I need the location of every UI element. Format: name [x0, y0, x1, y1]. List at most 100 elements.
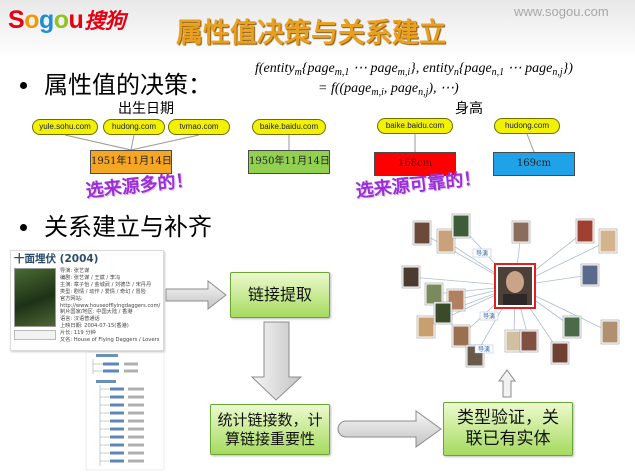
edge-label-box — [474, 344, 494, 354]
graph-edge — [474, 285, 516, 357]
bullet-relation-building: 关系建立与补齐 — [44, 213, 212, 241]
source-pill: yule.sohu.com — [32, 119, 98, 135]
person-photo — [451, 324, 471, 348]
bullet-dot — [20, 224, 27, 231]
formula-term: {page — [301, 61, 335, 76]
person-photo-image — [403, 267, 419, 287]
arrow-right-icon — [165, 279, 227, 311]
center-person-photo — [494, 263, 536, 309]
source-pill: tvmao.com — [168, 119, 230, 135]
formula-term: ⋯ page — [349, 61, 398, 76]
person-photo — [412, 220, 432, 246]
value-box-height-169: 169cm — [493, 152, 575, 176]
edge-label: 导演 — [476, 249, 488, 257]
movie-info-line: 制片国家/地区: 中国大陆 / 香港 — [60, 309, 133, 316]
tree-node-bar — [110, 459, 124, 463]
person-photo-image — [467, 346, 483, 366]
person-photo-image — [453, 215, 469, 237]
relation-graph-nodes — [401, 213, 620, 368]
person-photo — [598, 228, 618, 254]
tree-node-bar — [128, 435, 144, 439]
graph-edge — [421, 232, 516, 287]
person-photo — [600, 319, 620, 345]
step-label: 统计链接数，计 — [217, 410, 323, 429]
logo-letter: g — [38, 6, 54, 34]
step-type-verification: 类型验证，关 联已有实体 — [443, 402, 573, 456]
graph-edge — [514, 285, 573, 328]
person-photo — [416, 315, 436, 339]
tree-node-bar — [110, 435, 124, 439]
logo-letter: S — [8, 6, 25, 34]
logo-wordmark: Sogou — [8, 6, 84, 34]
tree-node-bar — [110, 411, 124, 415]
graph-edge — [514, 285, 530, 342]
tree-node-bar — [128, 411, 144, 415]
tree-node-bar — [110, 395, 124, 399]
person-photo-image — [448, 290, 464, 310]
logo-chinese: 搜狗 — [84, 10, 126, 33]
formula-term: }) — [562, 61, 573, 76]
tree-panel — [85, 351, 165, 471]
movie-info: 导演: 张艺谋 编剧: 张艺谋 / 王斌 / 李冯 主演: 章子怡 / 金城武 … — [60, 268, 162, 344]
tree-node-bar — [128, 419, 144, 423]
center-person-photo-image — [498, 267, 532, 305]
logo-letter: u — [68, 6, 84, 34]
graph-edge — [460, 225, 516, 287]
person-photo — [446, 288, 466, 312]
source-pill: hudong.com — [494, 118, 560, 134]
person-photo-image — [453, 326, 469, 346]
arrow-right-icon — [337, 410, 442, 448]
person-photo — [504, 329, 524, 353]
step-link-extraction: 链接提取 — [230, 272, 330, 318]
person-photo-image — [426, 284, 442, 304]
graph-edge — [514, 285, 561, 354]
source-link — [526, 133, 535, 153]
person-photo-image — [438, 230, 454, 252]
formula-subscript: n — [453, 67, 459, 78]
tree-node-bar — [110, 387, 124, 391]
person-photo-image — [521, 331, 537, 351]
step-label: 链接提取 — [247, 285, 312, 304]
poster-button — [14, 330, 56, 340]
person-photo — [465, 344, 485, 368]
graph-edge — [514, 274, 591, 287]
person-photo — [580, 263, 600, 287]
person-photo — [550, 341, 570, 365]
person-photo — [401, 265, 421, 289]
formula-line-1: f(entitym{pagem,1 ⋯ pagem,i}, entityn{pa… — [255, 60, 573, 78]
person-photo-image — [552, 343, 568, 363]
person-photo-image — [564, 317, 580, 337]
person-photo-image — [577, 220, 593, 242]
relation-graph-edges — [410, 225, 611, 357]
slide-title: 属性值决策与关系建立 — [176, 18, 446, 49]
formula-term: f(entity — [255, 61, 295, 76]
formula-subscript: n,j — [552, 67, 563, 78]
tree-node-bar — [110, 443, 124, 447]
bullet-dot — [20, 82, 27, 89]
source-pill: baike.baidu.com — [252, 119, 326, 135]
value-box-height-168: 168cm — [374, 152, 456, 176]
tree-node-bar — [128, 451, 144, 455]
formula-term: {page — [458, 61, 492, 76]
graph-edge — [433, 285, 516, 295]
graph-edge — [455, 285, 516, 301]
tree-node-bar — [103, 369, 119, 373]
movie-info-line: 类型: 剧情 / 动作 / 爱情 / 奇幻 / 冒险 — [60, 288, 146, 295]
graph-edge — [513, 285, 516, 342]
graph-edge — [514, 230, 586, 287]
source-link — [130, 134, 200, 151]
logo-letter: o — [53, 6, 69, 34]
tree-node-bar — [128, 395, 144, 399]
center-person-body — [503, 294, 527, 305]
formula-subscript: n,1 — [491, 67, 505, 78]
graph-edge — [460, 285, 516, 337]
note-choose-most-sources: 选来源多的！ — [84, 169, 195, 202]
person-photo-image — [600, 230, 616, 252]
tree-node-bar — [128, 443, 144, 447]
movie-title: 十面埋伏 (2004) — [14, 253, 99, 265]
step-link-ranking: 统计链接数，计 算链接重要性 — [210, 404, 330, 455]
logo-letter: o — [24, 6, 39, 34]
relation-tree — [85, 351, 165, 471]
movie-info-line: 编剧: 张艺谋 / 王斌 / 李冯 — [60, 274, 121, 281]
bullet-attribute-decision: 属性值的决策： — [44, 71, 212, 99]
